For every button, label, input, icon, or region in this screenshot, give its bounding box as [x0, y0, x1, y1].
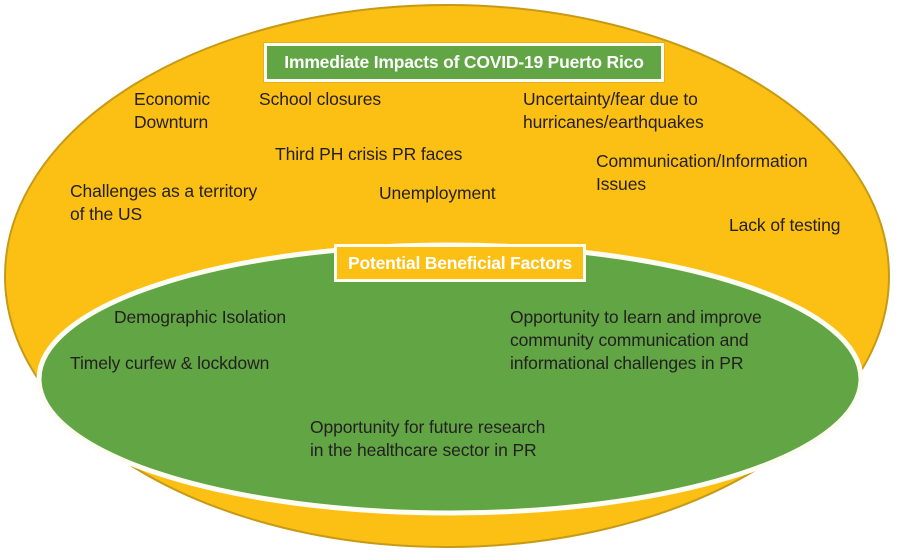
benefit-item-demographic-isolation: Demographic Isolation [114, 307, 287, 327]
impact-item-economic-downturn: Economic Downturn [134, 89, 211, 133]
impact-item-territory-challenges: Challenges as a territory of the US [70, 181, 258, 225]
impact-item-lack-of-testing: Lack of testing [729, 215, 841, 235]
impacts-title-banner: Immediate Impacts of COVID-19 Puerto Ric… [263, 42, 665, 83]
impact-item-unemployment: Unemployment [379, 183, 496, 203]
impact-item-third-ph-crisis: Third PH crisis PR faces [275, 144, 463, 164]
benefit-item-timely-curfew-lockdown: Timely curfew & lockdown [70, 353, 270, 373]
impact-item-uncertainty-fear: Uncertainty/fear due to hurricanes/earth… [523, 89, 704, 133]
benefit-item-opportunity-to-learn: Opportunity to learn and improve communi… [510, 307, 762, 374]
benefits-title-banner: Potential Beneficial Factors [334, 244, 586, 282]
impact-item-communication-information-issues: Communication/Information Issues [596, 151, 808, 195]
benefit-item-future-research: Opportunity for future research in the h… [310, 417, 546, 461]
benefits-ellipse [36, 242, 864, 516]
impact-item-school-closures: School closures [259, 89, 382, 109]
